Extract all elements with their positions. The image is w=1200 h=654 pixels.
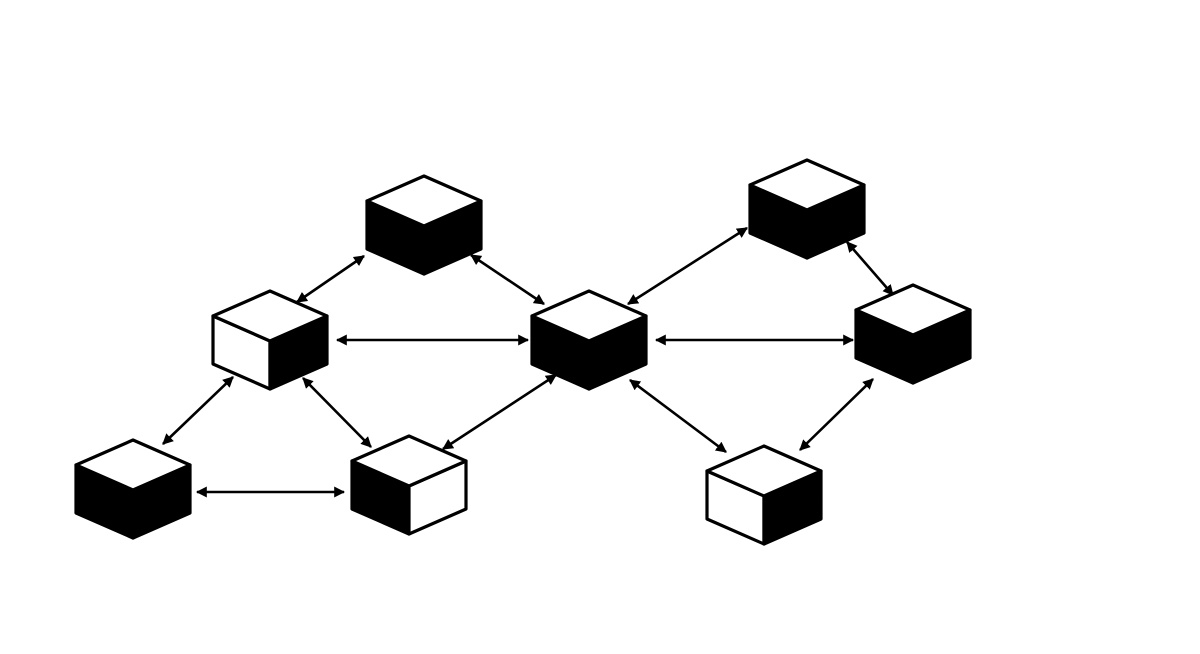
links-layer bbox=[162, 226, 894, 498]
cube-node-bottom-left bbox=[74, 438, 192, 540]
cube-node-bottom-center-left bbox=[350, 434, 468, 536]
cube-top-face bbox=[211, 289, 329, 343]
cube-node-top-center-left bbox=[365, 174, 483, 276]
link-arrow-middle-left-to-bottom-center-left bbox=[302, 377, 372, 448]
link-arrow-middle-left-to-top-center-left bbox=[296, 254, 365, 304]
cube-node-middle-right bbox=[854, 283, 972, 385]
cube-node-middle-left bbox=[211, 289, 329, 391]
cube-top-face bbox=[530, 289, 648, 343]
cube-node-center bbox=[530, 289, 648, 391]
link-arrow-middle-left-to-bottom-left bbox=[162, 376, 234, 445]
nodes-layer bbox=[74, 158, 972, 546]
link-arrow-center-to-bottom-right bbox=[629, 378, 727, 454]
link-arrow-top-center-left-to-center bbox=[470, 253, 545, 306]
link-arrow-top-right-to-middle-right bbox=[846, 241, 894, 296]
cube-top-face bbox=[854, 283, 972, 337]
cube-node-bottom-right bbox=[705, 444, 823, 546]
link-arrow-center-to-top-right bbox=[627, 226, 748, 306]
cube-top-face bbox=[365, 174, 483, 228]
cube-top-face bbox=[705, 444, 823, 498]
link-arrow-bottom-center-left-to-center bbox=[442, 373, 557, 451]
cube-top-face bbox=[74, 438, 192, 492]
cube-top-face bbox=[350, 434, 468, 488]
link-arrow-middle-right-to-bottom-right bbox=[799, 378, 874, 451]
cube-node-top-right bbox=[748, 158, 866, 260]
cube-top-face bbox=[748, 158, 866, 212]
